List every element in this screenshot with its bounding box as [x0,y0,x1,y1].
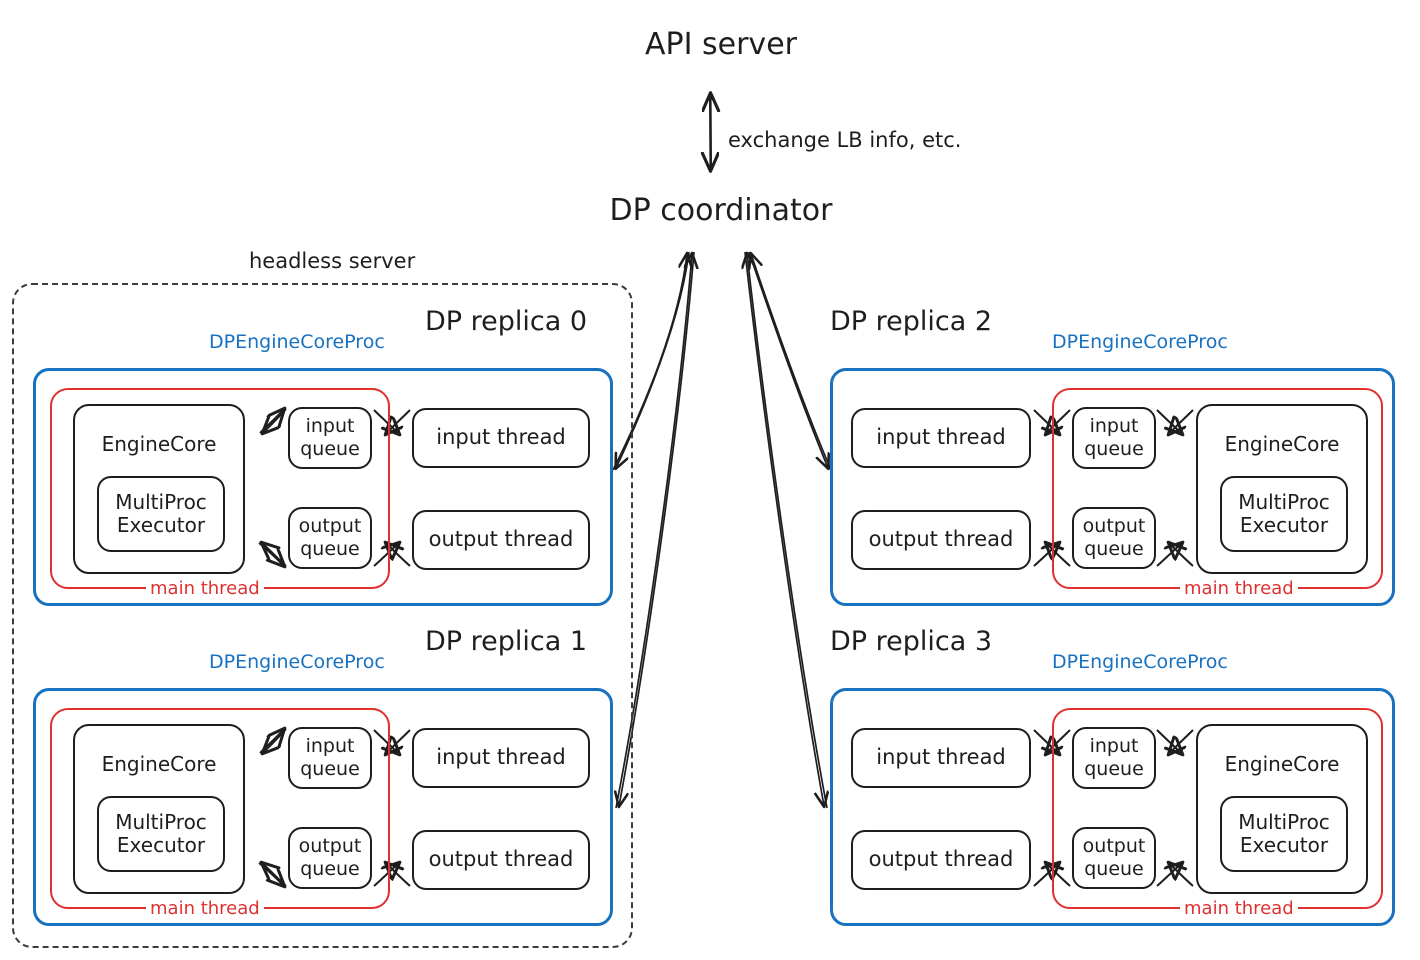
replica-3-engine-core-box[interactable]: EngineCore MultiProc Executor [1196,724,1368,894]
replica-1-title: DP replica 1 [425,626,588,657]
replica-3-main-thread-label: main thread [1180,898,1298,919]
replica-3-multiproc-executor-box[interactable]: MultiProc Executor [1220,796,1348,872]
replica-0-output-queue[interactable]: output queue [288,507,372,569]
replica-1-multiproc-executor-box[interactable]: MultiProc Executor [97,796,225,872]
replica-0-output-thread[interactable]: output thread [412,510,590,570]
replica-0-main-thread-label: main thread [146,578,264,599]
replica-2-title: DP replica 2 [830,306,993,337]
replica-0-engine-core-box[interactable]: EngineCore MultiProc Executor [73,404,245,574]
replica-0-multiproc-executor-box[interactable]: MultiProc Executor [97,476,225,552]
replica-2-proc-label: DPEngineCoreProc [1052,331,1228,353]
replica-1-engine-core-label: EngineCore [101,752,217,776]
input-queue-line-2: queue [1084,758,1144,780]
multiproc-line-1: MultiProc [1238,810,1330,834]
multiproc-line-1: MultiProc [115,810,207,834]
replica-2-engine-core-label: EngineCore [1224,432,1340,456]
replica-3-process-box[interactable] [830,688,1395,926]
input-queue-line-2: queue [300,758,360,780]
replica-0-process-box[interactable] [33,368,613,606]
input-queue-line-1: input [305,414,355,437]
replica-1-output-thread[interactable]: output thread [412,830,590,890]
replica-1-input-thread[interactable]: input thread [412,728,590,788]
api-server-label: API server [592,9,850,79]
replica-3-input-queue[interactable]: input queue [1072,727,1156,789]
replica-1-proc-label: DPEngineCoreProc [209,651,385,673]
multiproc-line-2: Executor [1239,833,1329,857]
input-queue-line-2: queue [1084,438,1144,460]
replica-2-engine-core-box[interactable]: EngineCore MultiProc Executor [1196,404,1368,574]
replica-0-title: DP replica 0 [425,306,588,337]
replica-0-engine-core-label: EngineCore [101,432,217,456]
headless-server-boundary [12,283,633,948]
replica-1-process-box[interactable] [33,688,613,926]
output-queue-line-2: queue [1084,538,1144,560]
replica-0-proc-label: DPEngineCoreProc [209,331,385,353]
replica-1-main-thread-label: main thread [146,898,264,919]
output-queue-line-2: queue [300,858,360,880]
input-queue-line-1: input [305,734,355,757]
replica-0-input-queue[interactable]: input queue [288,407,372,469]
multiproc-line-1: MultiProc [1238,490,1330,514]
replica-1-input-queue[interactable]: input queue [288,727,372,789]
headless-server-label: headless server [249,249,416,273]
replica-2-input-thread[interactable]: input thread [851,408,1031,468]
replica-0-input-thread[interactable]: input thread [412,408,590,468]
replica-2-input-queue[interactable]: input queue [1072,407,1156,469]
dp-coordinator-label: DP coordinator [592,175,850,245]
replica-1-output-queue[interactable]: output queue [288,827,372,889]
input-queue-line-2: queue [300,438,360,460]
multiproc-line-2: Executor [116,833,206,857]
replica-3-output-queue[interactable]: output queue [1072,827,1156,889]
replica-2-multiproc-executor-box[interactable]: MultiProc Executor [1220,476,1348,552]
replica-3-proc-label: DPEngineCoreProc [1052,651,1228,673]
output-queue-line-2: queue [300,538,360,560]
replica-3-title: DP replica 3 [830,626,993,657]
output-queue-line-1: output [1082,514,1146,537]
replica-2-output-thread[interactable]: output thread [851,510,1031,570]
replica-2-output-queue[interactable]: output queue [1072,507,1156,569]
output-queue-line-2: queue [1084,858,1144,880]
output-queue-line-1: output [1082,834,1146,857]
replica-3-engine-core-label: EngineCore [1224,752,1340,776]
multiproc-line-1: MultiProc [115,490,207,514]
input-queue-line-1: input [1089,734,1139,757]
replica-2-process-box[interactable] [830,368,1395,606]
output-queue-line-1: output [298,514,362,537]
replica-1-engine-core-box[interactable]: EngineCore MultiProc Executor [73,724,245,894]
output-queue-line-1: output [298,834,362,857]
replica-3-output-thread[interactable]: output thread [851,830,1031,890]
multiproc-line-2: Executor [1239,513,1329,537]
exchange-lb-info-label: exchange LB info, etc. [728,128,962,152]
multiproc-line-2: Executor [116,513,206,537]
input-queue-line-1: input [1089,414,1139,437]
replica-3-input-thread[interactable]: input thread [851,728,1031,788]
replica-2-main-thread-label: main thread [1180,578,1298,599]
